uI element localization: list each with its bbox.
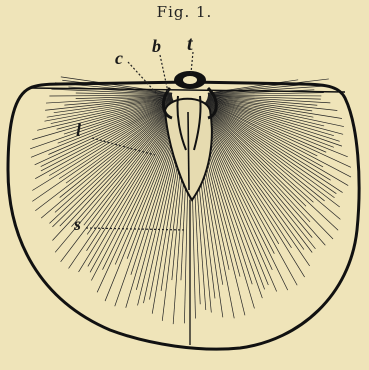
label-b: b [152, 36, 161, 56]
fan-line [203, 104, 338, 230]
fan-line [35, 103, 175, 210]
fan-line [30, 99, 173, 148]
leader-t [191, 52, 193, 73]
label-s: s [73, 214, 81, 234]
label-c: c [115, 48, 123, 68]
fan-line [207, 100, 348, 157]
fan-line [55, 104, 176, 212]
label-t: t [187, 33, 194, 55]
beak-highlight [183, 76, 197, 84]
leader-b [160, 55, 168, 92]
fan-line [79, 107, 181, 272]
fan-line [201, 106, 315, 249]
fan-line [204, 103, 339, 207]
leader-l [92, 138, 155, 155]
fan-line [204, 104, 324, 201]
fan-line [31, 100, 173, 157]
fan-line [200, 107, 292, 248]
figure-caption: Fig. 1. [0, 3, 369, 21]
fan-line [200, 107, 305, 277]
label-l: l [76, 120, 81, 140]
central-ridge [188, 112, 189, 190]
fan-line [207, 99, 342, 146]
